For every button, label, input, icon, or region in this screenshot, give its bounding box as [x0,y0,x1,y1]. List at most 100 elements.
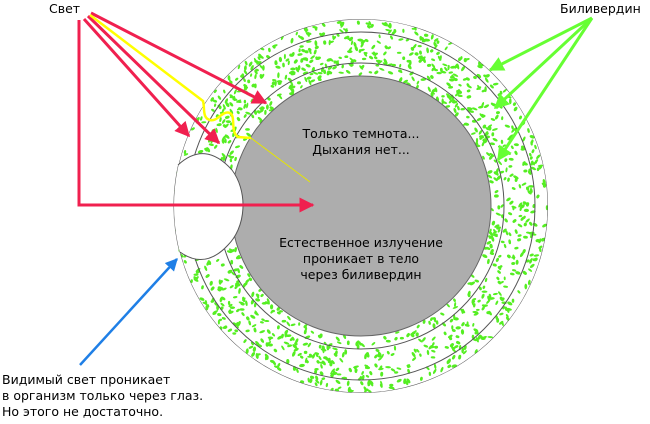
biliverdin-dot [348,36,354,42]
biliverdin-dot [529,259,533,264]
biliverdin-dot [221,191,227,195]
biliverdin-dot [250,65,254,71]
biliverdin-dot [531,139,534,144]
biliverdin-dot [453,108,457,113]
biliverdin-dot [377,60,383,64]
biliverdin-dot [434,345,439,349]
biliverdin-dot [195,237,200,243]
biliverdin-dot [330,372,335,376]
biliverdin-dot [434,44,438,49]
biliverdin-dot [467,282,473,285]
biliverdin-dot [482,124,487,129]
biliverdin-dot [380,353,384,359]
biliverdin-dot [498,291,502,296]
biliverdin-dot [453,317,459,321]
biliverdin-dot [245,329,250,333]
biliverdin-dot [295,31,298,36]
biliverdin-dot [449,343,454,348]
biliverdin-dot [529,263,535,268]
biliverdin-dot [299,363,305,368]
biliverdin-dot [385,366,391,369]
biliverdin-dot [360,39,366,44]
biliverdin-dot [444,46,448,51]
biliverdin-dot [481,114,486,118]
biliverdin-dot [464,323,470,327]
biliverdin-dot [251,351,256,357]
biliverdin-dot [519,251,524,258]
biliverdin-dot [198,236,202,243]
biliverdin-dot [236,256,242,260]
biliverdin-dot [387,46,392,50]
biliverdin-dot [387,63,393,66]
biliverdin-dot [440,312,445,316]
biliverdin-dot [177,178,181,182]
biliverdin-dot [183,207,188,210]
biliverdin-dot [508,232,512,237]
biliverdin-dot [523,215,526,220]
biliverdin-dot [187,192,191,197]
biliverdin-dot [491,236,494,242]
biliverdin-dot [497,280,502,285]
biliverdin-dot [235,323,239,329]
biliverdin-dot [177,179,181,183]
biliverdin-label: Биливердин [560,1,641,16]
biliverdin-dot [450,65,456,69]
biliverdin-dot [494,194,499,198]
biliverdin-dot [503,243,507,249]
biliverdin-dot [525,218,530,223]
biliverdin-dot [411,351,416,358]
biliverdin-dot [310,55,315,60]
biliverdin-dot [486,241,492,245]
biliverdin-dot [353,41,357,48]
biliverdin-dot [509,173,514,177]
biliverdin-dot [202,252,206,257]
biliverdin-dot [367,24,371,29]
biliverdin-dot [429,346,436,349]
biliverdin-dot [446,82,451,87]
biliverdin-dot [227,328,233,332]
biliverdin-dot [213,227,219,231]
biliverdin-dot [201,121,207,124]
biliverdin-dot [195,173,200,176]
biliverdin-dot [205,274,210,278]
biliverdin-dot [461,308,465,314]
biliverdin-dot [193,273,199,276]
biliverdin-dot [225,120,232,124]
biliverdin-dot [455,93,458,97]
biliverdin-dot [531,149,535,154]
biliverdin-dot [513,143,519,147]
biliverdin-dot [194,208,198,213]
biliverdin-dot [389,35,394,40]
biliverdin-dot [378,357,382,361]
biliverdin-dot [482,140,488,144]
biliverdin-dot [449,95,452,101]
biliverdin-dot [369,55,374,60]
biliverdin-dot [361,57,367,61]
biliverdin-dot [196,208,200,214]
biliverdin-dot [220,263,225,267]
biliverdin-dot [214,144,218,149]
biliverdin-dot [490,102,495,107]
biliverdin-dot [187,218,191,224]
biliverdin-dot [529,152,532,157]
biliverdin-dot [529,156,533,160]
biliverdin-dot [465,77,470,81]
biliverdin-dot [432,323,436,329]
biliverdin-dot [274,365,278,368]
biliverdin-dot [537,164,544,167]
biliverdin-dot [354,368,358,373]
biliverdin-dot [194,173,201,176]
biliverdin-dot [471,132,476,135]
light-label: Свет [49,1,81,16]
biliverdin-dot [325,382,329,388]
biliverdin-dot [247,273,251,278]
biliverdin-dot [445,105,451,108]
biliverdin-dot [375,64,380,67]
biliverdin-dot [387,29,392,34]
biliverdin-dot [393,345,397,351]
biliverdin-dot [534,144,537,150]
biliverdin-dot [493,177,498,182]
biliverdin-dot [275,65,281,69]
biliverdin-dot [504,124,511,128]
biliverdin-dot [509,272,515,276]
